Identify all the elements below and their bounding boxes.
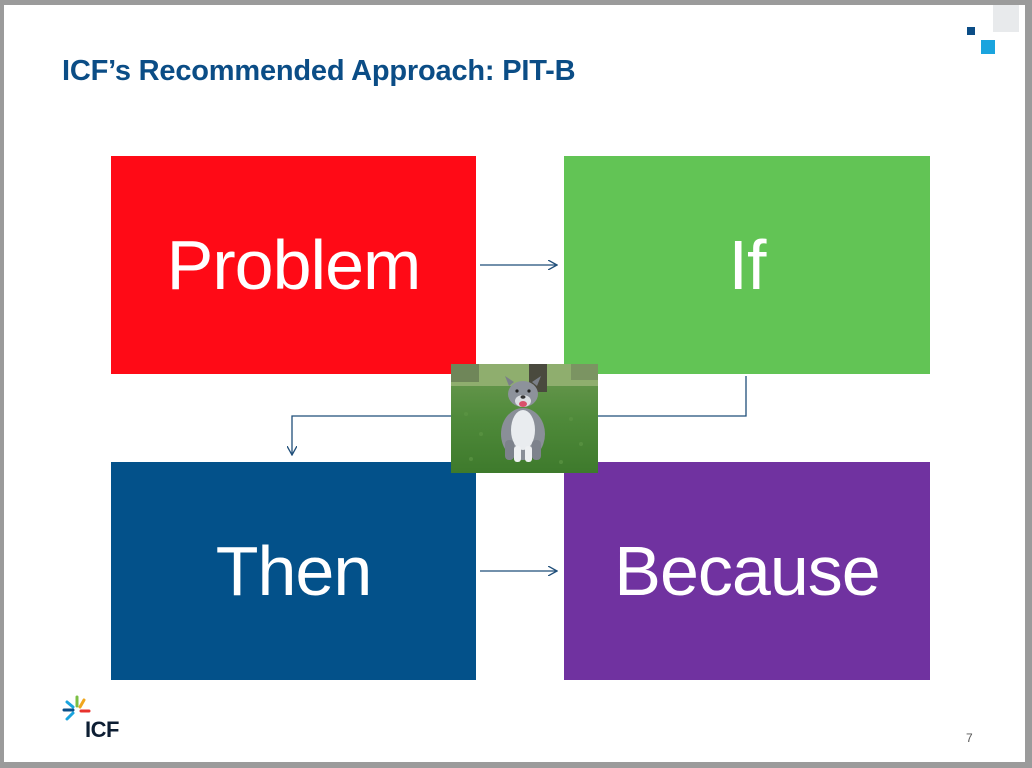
then-box: Then — [111, 462, 476, 680]
if-box: If — [564, 156, 930, 374]
icf-logo: ICF — [62, 695, 132, 745]
dog-photo — [451, 364, 598, 473]
because-box: Because — [564, 462, 930, 680]
because-label: Because — [614, 532, 880, 610]
then-label: Then — [215, 532, 373, 610]
if-label: If — [728, 226, 767, 304]
slide-title: ICF’s Recommended Approach: PIT-B — [62, 55, 576, 87]
problem-label: Problem — [166, 226, 422, 304]
icf-logo-text: ICF — [85, 717, 119, 742]
corner-decoration-icon — [967, 5, 1019, 54]
slide: ICF’s Recommended Approach: PIT-B Proble… — [4, 5, 1025, 762]
icf-logo-mark-icon — [62, 695, 91, 721]
page-number: 7 — [966, 731, 973, 745]
problem-box: Problem — [111, 156, 476, 374]
